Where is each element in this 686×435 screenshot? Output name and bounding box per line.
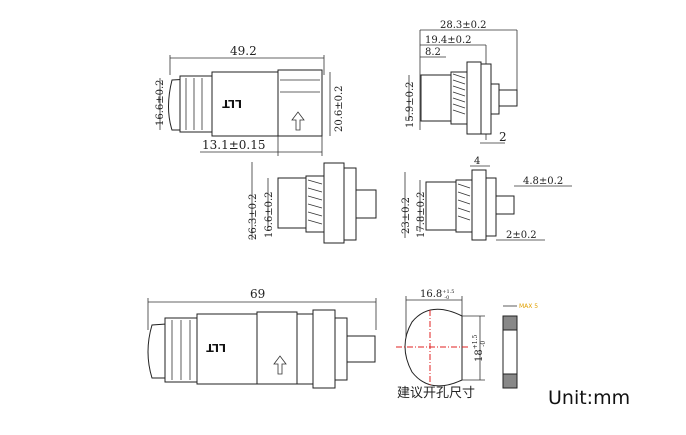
- plug-mated-view-bottom: 69 LLT: [147, 287, 377, 389]
- inner-dim: 16.6±0.2: [264, 191, 275, 238]
- brand-logo: LLT: [206, 341, 226, 354]
- front-length-dim: 13.1±0.15: [202, 138, 266, 152]
- receptacle-view-middle-right: 4 23±0.2 17.8±0.2 4.8±0.2 2±0.2: [401, 156, 572, 241]
- flange-thickness-dim: 4: [474, 156, 480, 167]
- length-dim: 49.2: [230, 44, 257, 58]
- pin-dim: 4.8±0.2: [523, 176, 563, 187]
- inner-dim: 17.8±0.2: [416, 191, 427, 238]
- brand-logo: LLT: [222, 97, 242, 110]
- cutout-height-dim: 18+1.5-0: [472, 335, 487, 362]
- to-flange-dim: 19.4±0.2: [425, 35, 472, 46]
- plug-side-view-top: 49.2 LLT 16.6±0.2 20.6±0.2 13.1±0.15: [155, 44, 345, 156]
- outer-dim: 23±0.2: [401, 197, 412, 234]
- nut-diameter-dim: 16.6±0.2: [155, 79, 166, 126]
- total-length-dim: 28.3±0.2: [440, 20, 487, 31]
- outer-dim: 26.3±0.2: [248, 193, 259, 240]
- height-dim: 15.9±0.2: [405, 81, 416, 128]
- flange-dim: 2: [499, 130, 507, 144]
- length-dim: 69: [250, 287, 265, 301]
- max-thickness-label: MAX 5: [519, 303, 538, 310]
- gap-dim: 2±0.2: [506, 230, 537, 241]
- arrow-up-icon: [291, 111, 305, 131]
- cutout-caption: 建议开孔尺寸: [397, 386, 475, 401]
- body-diameter-dim: 20.6±0.2: [334, 85, 345, 132]
- cutout-width-dim: 16.8+1.5-0: [420, 289, 454, 301]
- receptacle-view-middle-left: 26.3±0.2 16.6±0.2: [248, 162, 377, 244]
- panel-cutout: 16.8+1.5-0 18+1.5-0 MAX 5 建议开孔尺寸: [396, 289, 538, 401]
- receptacle-side-view-top: 28.3±0.2 19.4±0.2 8.2 15.9±0.2 2: [405, 20, 518, 144]
- unit-label: Unit:mm: [548, 387, 630, 409]
- front-dim: 8.2: [425, 47, 441, 58]
- arrow-up-icon: [273, 355, 287, 375]
